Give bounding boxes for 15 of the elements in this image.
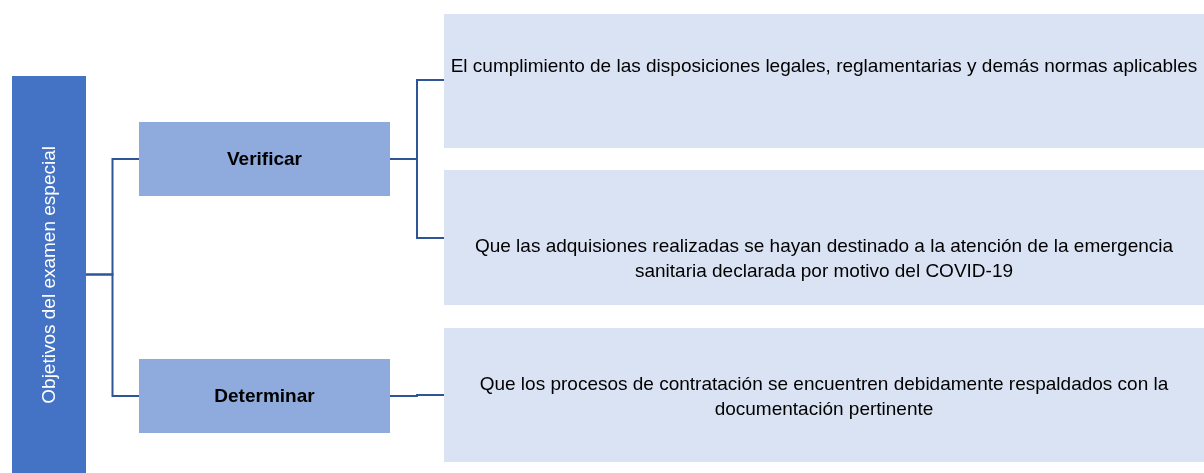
connector-line: [389, 158, 445, 239]
objective-text: El cumplimiento de las disposiciones legales, reglamentarias y demás normas aplicables: [450, 54, 1198, 78]
objective-box: [444, 14, 1204, 148]
category-label: Verificar: [227, 148, 302, 170]
connector-line: [389, 394, 445, 397]
title-bar: [12, 76, 86, 473]
vertical-title: Objetivos del examen especial: [38, 145, 60, 404]
category-label: Determinar: [214, 385, 315, 407]
category-box: [139, 122, 390, 196]
objective-box: [444, 170, 1204, 305]
objective-text: Que los procesos de contratación se encuentren debidamente respaldados con la documentación pertinente: [478, 372, 1170, 421]
category-box: [139, 359, 390, 433]
objective-box: [444, 328, 1204, 462]
connector-line: [85, 273, 140, 397]
objective-text: Que las adquisiones realizadas se hayan destinado a la atención de la emergencia sanitaria declarada por motivo del COVID-19: [473, 234, 1175, 283]
